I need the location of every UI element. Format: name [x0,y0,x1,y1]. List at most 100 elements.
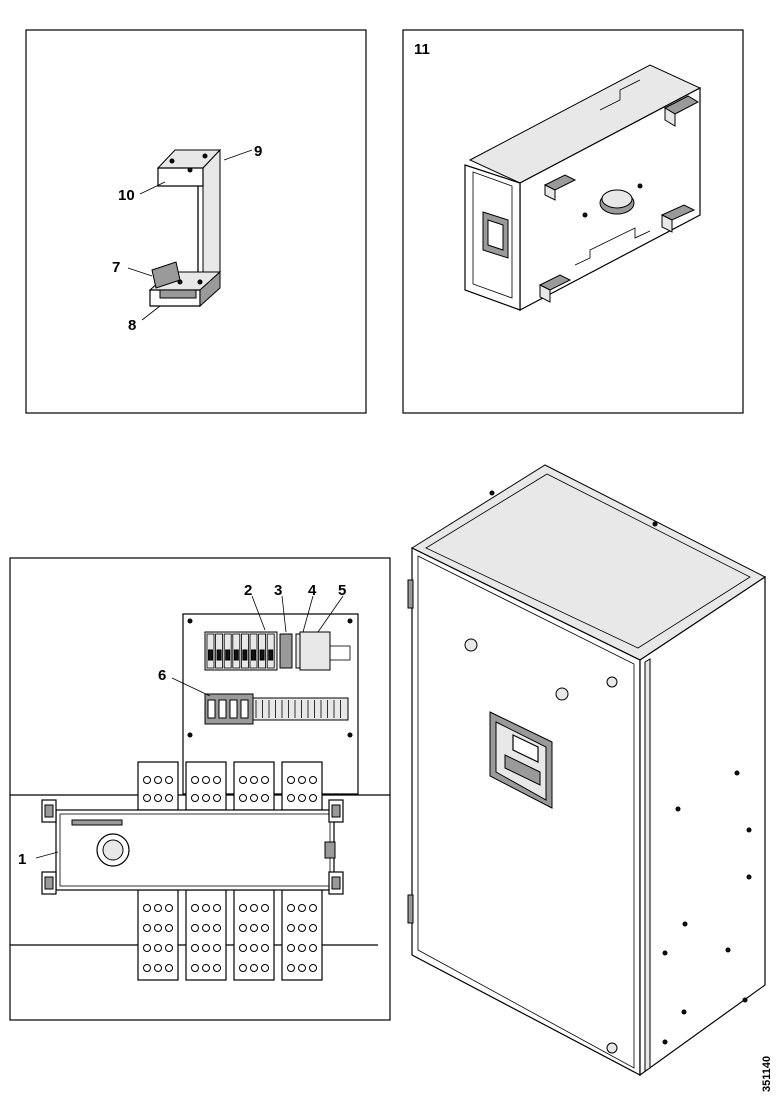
terminal-bolt [250,924,258,932]
terminal-bolt [143,794,151,802]
callout-10: 10 [118,187,135,204]
terminal-slot [223,633,232,669]
terminal-bolt [261,794,269,802]
terminal-bolt [154,904,162,912]
terminal-bolt [154,964,162,972]
terminal-bolt [202,904,210,912]
terminal-bolt [143,904,151,912]
terminal-bolt [250,964,258,972]
terminal-bolt [213,776,221,784]
terminal-slot [218,699,227,719]
terminal-slot [206,633,215,669]
terminal-bolt [165,944,173,952]
terminal-bolt [261,944,269,952]
terminal-screw [242,649,248,661]
terminal-bolt [239,944,247,952]
terminal-bolt [287,794,295,802]
terminal-bolt [298,794,306,802]
switch-panel: 2 3 4 5 6 [9,557,391,1021]
bracket-panel: 9 10 7 8 [25,29,367,414]
housing-panel: 11 [402,29,744,414]
terminal-bolt [165,924,173,932]
terminal-bolt [309,964,317,972]
terminal-bolt [309,944,317,952]
terminal-bolt [154,794,162,802]
terminal-slot [229,699,238,719]
terminal-bolt [191,794,199,802]
callout-2: 2 [244,582,252,599]
terminal-bolt [191,904,199,912]
terminal-slot [240,699,249,719]
callout-6: 6 [158,667,166,684]
terminal-screw [251,649,256,661]
terminal-bolt [213,944,221,952]
terminal-bolt [239,964,247,972]
figure-code: 351140 [761,1056,773,1092]
terminal-bolt [287,924,295,932]
door-handle-plate [489,711,553,809]
power-terminal [185,761,227,811]
terminal-bolt [213,904,221,912]
terminal-bolt [250,794,258,802]
terminal-bolt [261,776,269,784]
terminal-slot [232,633,241,669]
terminal-bolt [287,904,295,912]
terminal-bolt [261,924,269,932]
upper-terminals [137,761,323,811]
lower-terminals [137,889,323,981]
enclosure [407,464,766,1077]
terminal-bolt [154,944,162,952]
terminal-bolt [239,904,247,912]
terminal-bolt [287,964,295,972]
terminal-screw [268,649,274,661]
terminal-slot [215,633,224,669]
terminal-bolt [154,924,162,932]
callout-3: 3 [274,582,282,599]
terminal-bolt [239,794,247,802]
terminal-bolt [202,924,210,932]
terminal-screw [225,649,231,661]
terminal-bolt [261,964,269,972]
terminal-bolt [165,794,173,802]
terminal-bolt [309,904,317,912]
terminal-slot [258,633,267,669]
callout-4: 4 [308,582,317,599]
terminal-bolt [165,964,173,972]
terminal-bolt [213,924,221,932]
terminal-bolt [250,776,258,784]
terminal-bolt [191,964,199,972]
terminal-bolt [143,944,151,952]
terminal-bolt [309,776,317,784]
callout-8: 8 [128,317,136,334]
terminal-bolt [250,944,258,952]
terminal-bolt [202,944,210,952]
terminal-bolt [213,964,221,972]
terminal-bolt [309,924,317,932]
terminal-bolt [298,776,306,784]
callout-11: 11 [414,41,430,58]
terminal-bolt [213,794,221,802]
terminal-slot [266,633,275,669]
terminal-screw [259,649,265,661]
terminal-screw [216,649,222,661]
terminal-block-row-1 [204,631,351,671]
terminal-bolt [143,964,151,972]
terminal-bolt [202,776,210,784]
terminal-bolt [287,944,295,952]
terminal-bolt [143,776,151,784]
power-terminal [137,761,179,811]
terminal-bolt [298,964,306,972]
terminal-bolt [191,924,199,932]
terminal-block-row-2 [204,693,349,725]
terminal-screw [208,649,213,661]
terminal-bolt [202,964,210,972]
terminal-slot [249,633,258,669]
terminal-bolt [191,944,199,952]
terminal-bolt [165,776,173,784]
terminal-slot [240,633,249,669]
terminal-bolt [143,924,151,932]
terminal-bolt [298,904,306,912]
callout-1: 1 [18,851,26,868]
terminal-bolt [191,776,199,784]
